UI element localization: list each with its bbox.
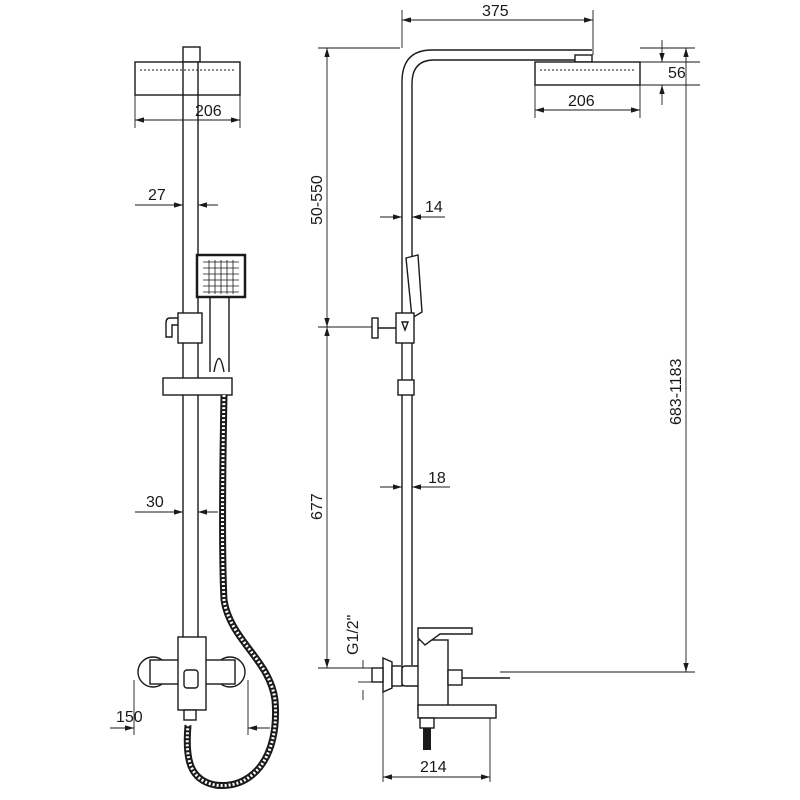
dim-mixer-depth: 214 xyxy=(420,759,447,776)
dim-rod-lower-front: 30 xyxy=(146,494,164,511)
dim-head-height: 56 xyxy=(668,65,686,82)
mixer-lever xyxy=(417,627,473,646)
head-connector-side xyxy=(574,54,593,63)
shower-hose xyxy=(183,394,280,790)
front-view: 206 27 30 xyxy=(110,46,280,790)
head-connector xyxy=(182,46,201,63)
dim-rod-upper-front: 27 xyxy=(148,187,166,204)
dim-lower-height: 677 xyxy=(309,493,326,520)
hose-connector xyxy=(419,717,435,729)
dim-mixer-centers: 150 xyxy=(116,709,143,726)
thread-connector xyxy=(371,667,384,683)
side-view: 375 56 206 14 18 50-550 677 xyxy=(309,3,700,782)
dim-arm-length: 375 xyxy=(482,3,509,20)
rain-shower-head-side xyxy=(534,61,641,86)
bath-spout xyxy=(417,704,497,719)
hose-stub xyxy=(423,728,431,750)
mixer-body-side xyxy=(417,639,449,711)
slider-knob xyxy=(165,317,178,338)
diverter-outlet xyxy=(183,709,197,721)
dim-adjustable-height: 50-550 xyxy=(309,175,326,225)
arm-inner xyxy=(411,59,592,665)
dim-head-width-side: 206 xyxy=(568,93,595,110)
dim-rod-lower-side: 18 xyxy=(428,470,446,487)
slider-bracket-side xyxy=(395,312,415,344)
dim-total-height: 683-1183 xyxy=(668,358,685,425)
slider-bracket xyxy=(177,312,203,344)
dim-thread: G1/2" xyxy=(345,615,362,655)
hand-shower-handle xyxy=(209,297,230,373)
wall-flange-side xyxy=(382,656,393,694)
mixer-cartridge xyxy=(183,669,199,689)
holder-side xyxy=(397,379,415,396)
dim-rod-upper-side: 14 xyxy=(425,199,443,216)
arm-outer xyxy=(401,49,592,665)
hand-shower-side xyxy=(405,254,423,320)
rain-shower-head xyxy=(134,61,241,96)
dim-head-width-front: 206 xyxy=(195,103,222,120)
holder-bar xyxy=(162,377,233,396)
